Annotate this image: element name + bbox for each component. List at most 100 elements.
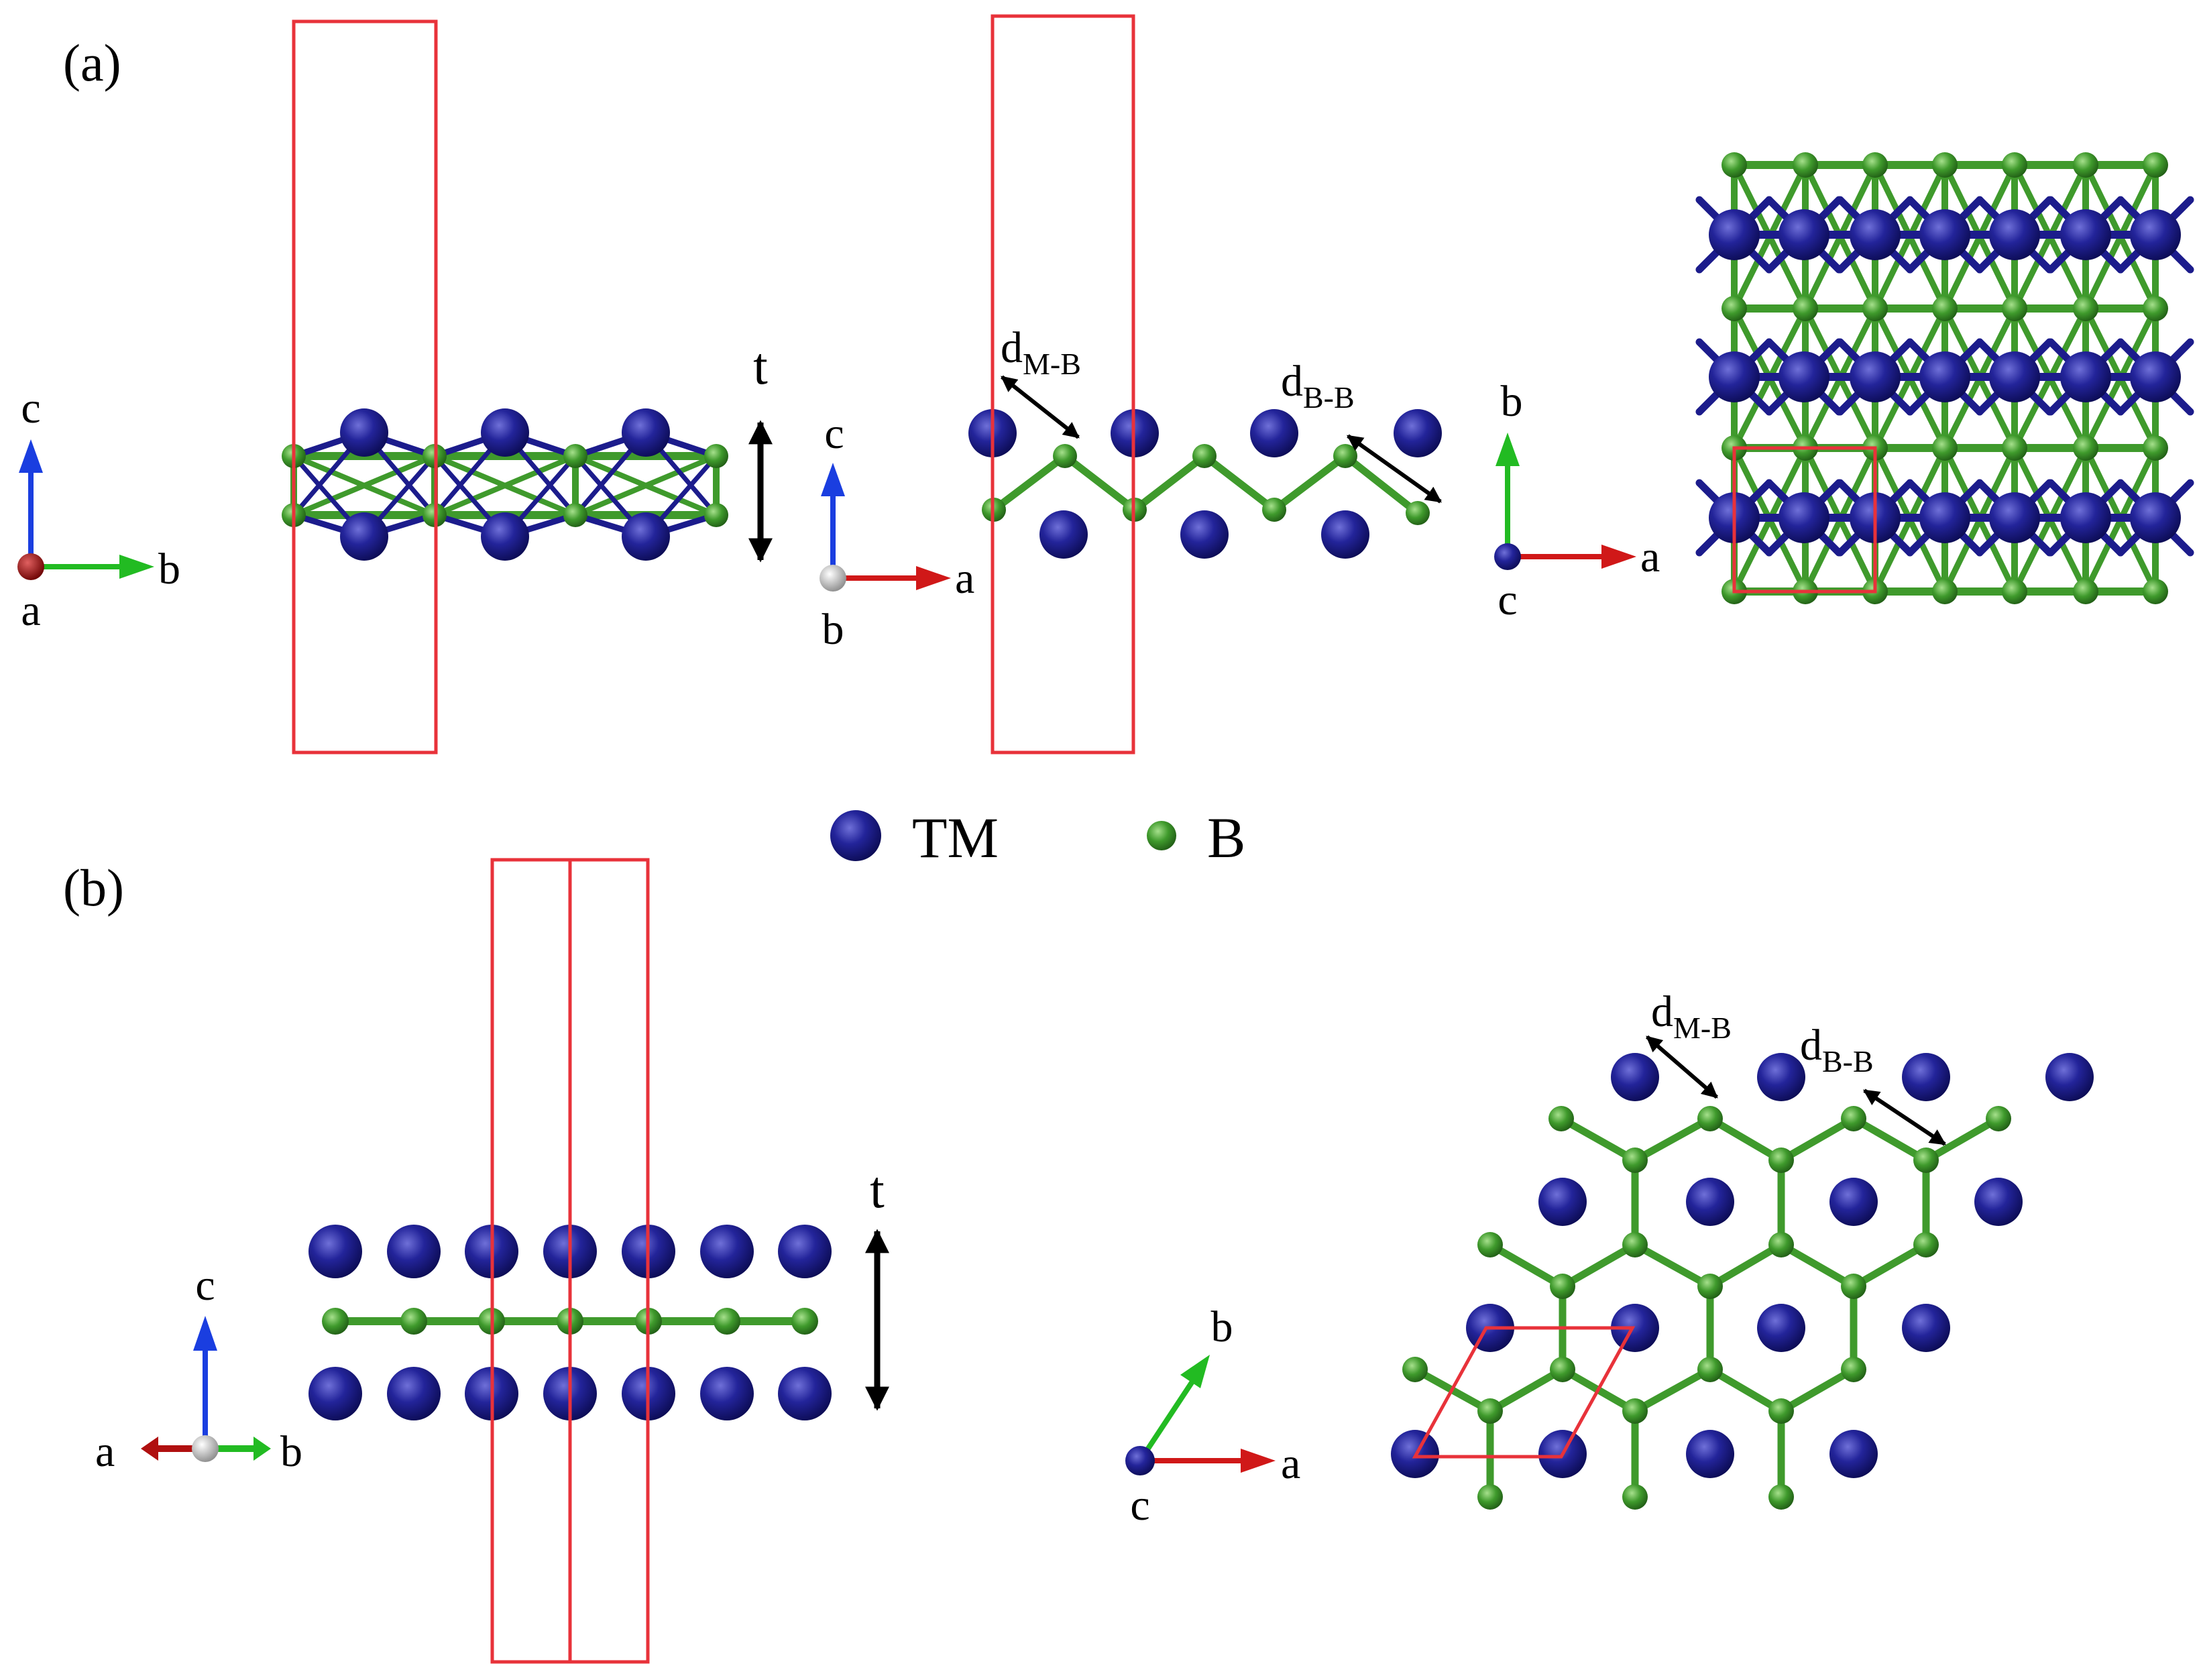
d-mb-arrow-a bbox=[1001, 375, 1080, 439]
boron-atom bbox=[1862, 296, 1888, 321]
axis-b-origin-dot bbox=[820, 565, 846, 592]
metal-atom bbox=[778, 1225, 832, 1278]
boron-atom bbox=[704, 444, 728, 468]
metal-atom bbox=[2045, 1053, 2094, 1101]
panel-b-label: (b) bbox=[63, 858, 124, 917]
metal-atom bbox=[1989, 351, 2040, 402]
boron-atom bbox=[2073, 579, 2098, 604]
boron-atom bbox=[1793, 296, 1818, 321]
d-mb-label-a: dM-B bbox=[1001, 323, 1081, 381]
axes-top-view-a: b a c bbox=[1494, 377, 1660, 624]
axes-front-view-a: c a b bbox=[820, 409, 974, 654]
axis-label-b: b bbox=[158, 545, 180, 594]
metal-atom bbox=[700, 1225, 754, 1278]
boron-atom bbox=[2073, 152, 2098, 178]
bond bbox=[1706, 1241, 1785, 1290]
bond bbox=[1922, 1115, 2002, 1164]
boron-atom bbox=[1477, 1484, 1503, 1510]
metal-atom bbox=[1709, 209, 1760, 260]
bond bbox=[1557, 1115, 1639, 1164]
metal-atom bbox=[2060, 492, 2111, 543]
bond bbox=[291, 453, 437, 518]
boron-atom bbox=[1622, 1398, 1648, 1424]
axis-b-arrow bbox=[1137, 1380, 1195, 1463]
axis-b-arrowhead bbox=[1495, 433, 1520, 466]
boron-atom bbox=[2143, 296, 2168, 321]
legend-metal-atom bbox=[830, 810, 881, 861]
axis-label-c: c bbox=[1130, 1481, 1149, 1530]
panel-b: (b) c a b t b bbox=[63, 858, 2094, 1664]
boron-atom bbox=[1477, 1398, 1503, 1424]
bond bbox=[1270, 452, 1349, 514]
boron-atom bbox=[1697, 1357, 1723, 1382]
boron-atom bbox=[400, 1308, 427, 1335]
metal-atom bbox=[700, 1367, 754, 1420]
axis-label-a: a bbox=[1281, 1439, 1300, 1488]
boron-atom bbox=[2073, 435, 2098, 461]
thickness-label-b: t bbox=[870, 1160, 885, 1219]
bond bbox=[1486, 1365, 1567, 1415]
unit-cell-front-a bbox=[991, 14, 1135, 754]
metal-atom bbox=[1686, 1178, 1734, 1226]
boron-atom bbox=[704, 503, 728, 527]
unit-cell-top-b bbox=[1412, 1326, 1636, 1459]
boron-atom bbox=[1192, 444, 1217, 468]
boron-atom bbox=[1793, 152, 1818, 178]
metal-atom bbox=[1779, 351, 1829, 402]
thickness-label-a: t bbox=[753, 337, 768, 395]
boron-atom bbox=[1913, 1232, 1939, 1257]
axis-label-a: a bbox=[1640, 533, 1660, 581]
metal-atom bbox=[622, 512, 670, 561]
boron-atom bbox=[1768, 1484, 1794, 1510]
metal-atom bbox=[1919, 351, 1970, 402]
metal-atom bbox=[2130, 209, 2181, 260]
boron-atom bbox=[1622, 1484, 1648, 1510]
unit-cells-side-b bbox=[490, 858, 650, 1664]
d-bb-label-a: dB-B bbox=[1281, 357, 1355, 414]
boron-atom bbox=[1402, 1357, 1428, 1382]
axis-a-arrowhead bbox=[1241, 1449, 1276, 1473]
axis-label-c: c bbox=[195, 1261, 215, 1310]
metal-atom bbox=[1919, 209, 1970, 260]
metal-atom bbox=[1611, 1304, 1659, 1352]
metal-atom bbox=[1250, 409, 1298, 457]
metal-atom bbox=[1829, 1430, 1878, 1478]
unit-cell-side-a bbox=[292, 19, 438, 754]
axis-label-a: a bbox=[95, 1427, 115, 1476]
axis-label-c: c bbox=[824, 409, 844, 458]
metal-atom bbox=[481, 512, 529, 561]
boron-atom bbox=[1548, 1106, 1574, 1131]
d-mb-arrow-b bbox=[1646, 1035, 1718, 1099]
axis-label-b: b bbox=[280, 1427, 302, 1476]
boron-atom bbox=[1768, 1147, 1794, 1173]
metal-atom bbox=[1850, 351, 1901, 402]
metal-atom bbox=[1538, 1178, 1587, 1226]
boron-atom bbox=[1913, 1147, 1939, 1173]
boron-atom bbox=[1768, 1398, 1794, 1424]
boron-atom bbox=[1768, 1232, 1794, 1257]
metal-atom bbox=[1829, 1178, 1878, 1226]
boron-atom bbox=[1550, 1357, 1575, 1382]
bond bbox=[1777, 1365, 1858, 1415]
metal-atom bbox=[622, 408, 670, 457]
top-view-structure-a bbox=[1695, 152, 2194, 604]
boron-atom bbox=[1477, 1232, 1503, 1257]
bond bbox=[1631, 1241, 1714, 1290]
bond bbox=[1341, 452, 1422, 517]
panel-a-label: (a) bbox=[63, 34, 121, 92]
boron-atom bbox=[1053, 444, 1077, 468]
boron-atom bbox=[714, 1308, 740, 1335]
axis-c-arrowhead bbox=[19, 439, 43, 473]
axis-a-arrowhead bbox=[916, 566, 951, 590]
axis-c-arrowhead bbox=[821, 463, 845, 496]
bond bbox=[1777, 1115, 1858, 1164]
legend-metal-label: TM bbox=[912, 805, 999, 870]
axis-label-c: c bbox=[21, 384, 40, 433]
boron-atom bbox=[1862, 152, 1888, 178]
boron-atom bbox=[2143, 435, 2168, 461]
axis-label-c: c bbox=[1498, 575, 1517, 624]
bond bbox=[1777, 1241, 1858, 1290]
boron-atom bbox=[1841, 1274, 1866, 1299]
axis-c-origin-dot bbox=[1494, 543, 1521, 570]
boron-atom bbox=[1986, 1106, 2011, 1131]
